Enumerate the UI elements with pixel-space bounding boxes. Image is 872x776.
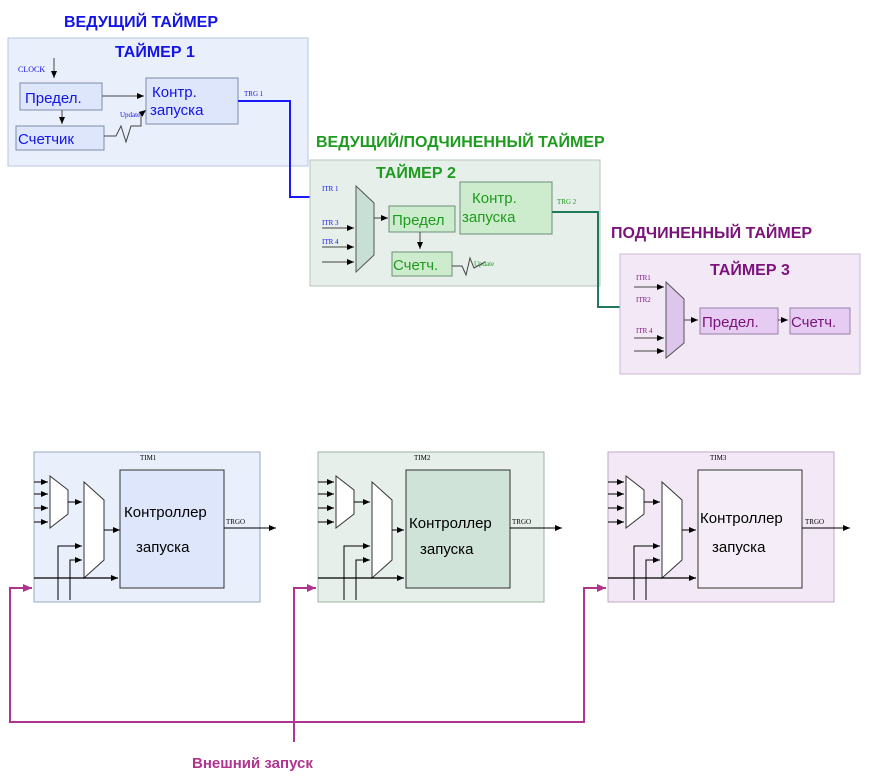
- master-clock-label: CLOCK: [18, 65, 45, 74]
- master-update-arrow: [138, 109, 147, 117]
- ext-bus-to-tim2: [293, 584, 316, 742]
- ms-heading: ВЕДУЩИЙ/ПОДЧИНЕННЫЙ ТАЙМЕР: [316, 132, 605, 151]
- master-ctrl-line1: Контр.: [152, 84, 197, 101]
- tim1-feed-a: [57, 543, 82, 600]
- tim2-ctrl-line2: запуска: [420, 541, 474, 558]
- slave-itr4-label: ITR 4: [636, 327, 653, 335]
- slave-itr1-label: ITR1: [636, 274, 651, 282]
- bottom-tim2-group: TIM2 Контроллер запуска TRGO: [317, 451, 562, 603]
- master-timer-group: ВЕДУЩИЙ ТАЙМЕР ТАЙМЕР 1 CLOCK Предел. Сч…: [7, 12, 309, 167]
- tim3-feed-a: [633, 543, 660, 600]
- ms-itr3-label: ITR 3: [322, 219, 339, 227]
- tim3-feed-b: [645, 557, 660, 600]
- tim1-ctrl-line2: запуска: [136, 539, 190, 556]
- bottom-tim3-label: TIM3: [710, 454, 727, 462]
- ms-counter-block: [391, 251, 453, 277]
- ms-input-mux: [355, 184, 375, 274]
- tim2-second-mux: [371, 480, 393, 580]
- master-subheading: ТАЙМЕР 1: [115, 42, 195, 61]
- tim1-trigger-controller: [119, 469, 225, 589]
- tim3-first-mux: [625, 474, 645, 530]
- ms-trg-label: TRG 2: [557, 198, 577, 206]
- master-ctrl-line2: запуска: [150, 102, 204, 119]
- slave-prescaler-block: [699, 307, 779, 335]
- tim3-ctrl-line1: Контроллер: [700, 510, 783, 527]
- tim2-trigger-controller: [405, 469, 511, 589]
- ext-bus-to-tim3: [290, 584, 606, 723]
- tim2-ctrl-line1: Контроллер: [409, 515, 492, 532]
- tim2-feed-b: [355, 557, 370, 600]
- slave-itr2-label: ITR2: [636, 296, 651, 304]
- tim3-trigger-controller: [697, 469, 803, 589]
- ext-bus-to-tim1: [9, 584, 300, 723]
- tim2-trgo-label: TRGO: [512, 518, 531, 526]
- ms-counter-label: Счетч.: [393, 257, 438, 274]
- external-trigger-label: Внешний запуск: [192, 755, 313, 772]
- slave-counter-label: Счетч.: [791, 314, 836, 331]
- tim1-ctrl-line1: Контроллер: [124, 504, 207, 521]
- master-trigger-controller-block: [145, 77, 239, 125]
- ms-subheading: ТАЙМЕР 2: [376, 163, 456, 182]
- ms-update-path: [452, 256, 486, 277]
- master-prescaler-label: Предел.: [25, 90, 82, 107]
- bottom-tim1-group: TIM1 Контроллер запуска TRGO: [33, 451, 276, 603]
- tim1-feed-b: [69, 557, 82, 600]
- slave-subheading: ТАЙМЕР 3: [710, 260, 790, 279]
- ms-itr4-label: ITR 4: [322, 238, 339, 246]
- tim3-ctrl-line2: запуска: [712, 539, 766, 556]
- master-slave-timer-group: ВЕДУЩИЙ/ПОДЧИНЕННЫЙ ТАЙМЕР ТАЙМЕР 2 ITR …: [309, 132, 605, 287]
- bottom-tim2-label: TIM2: [414, 454, 431, 462]
- ms-ctrl-line1: Контр.: [472, 190, 517, 207]
- tim3-second-mux: [661, 480, 683, 580]
- ms-ctrl-line2: запуска: [462, 209, 516, 226]
- tim3-trgo-label: TRGO: [805, 518, 824, 526]
- ms-trigger-controller-block: [459, 181, 553, 235]
- master-update-path: [104, 114, 142, 144]
- master-counter-block: [15, 125, 105, 151]
- slave-input-mux: [665, 280, 685, 360]
- master-trg-label: TRG 1: [244, 90, 264, 98]
- slave-prescaler-label: Предел.: [702, 314, 759, 331]
- slave-counter-block: [789, 307, 851, 335]
- master-update-label: Update: [120, 111, 140, 119]
- master-heading: ВЕДУЩИЙ ТАЙМЕР: [64, 12, 218, 31]
- master-counter-label: Счетчик: [18, 131, 74, 148]
- bottom-tim3-group: TIM3 Контроллер запуска TRGO: [607, 451, 850, 603]
- slave-heading: ПОДЧИНЕННЫЙ ТАЙМЕР: [611, 223, 812, 242]
- slave-timer-group: ПОДЧИНЕННЫЙ ТАЙМЕР ТАЙМЕР 3 ITR1 ITR2 IT…: [611, 223, 861, 375]
- tim1-first-mux: [49, 474, 69, 530]
- bottom-tim1-label: TIM1: [140, 454, 157, 462]
- tim2-feed-a: [343, 543, 370, 600]
- tim1-second-mux: [83, 480, 105, 580]
- tim1-trgo-label: TRGO: [226, 518, 245, 526]
- ms-update-label: Update: [474, 260, 494, 268]
- ms-prescaler-label: Предел: [392, 212, 445, 229]
- ms-prescaler-block: [388, 205, 456, 233]
- external-trigger-bus: Внешний запуск: [9, 584, 606, 772]
- tim2-first-mux: [335, 474, 355, 530]
- master-prescaler-block: [19, 82, 103, 111]
- ms-itr1-label: ITR 1: [322, 185, 339, 193]
